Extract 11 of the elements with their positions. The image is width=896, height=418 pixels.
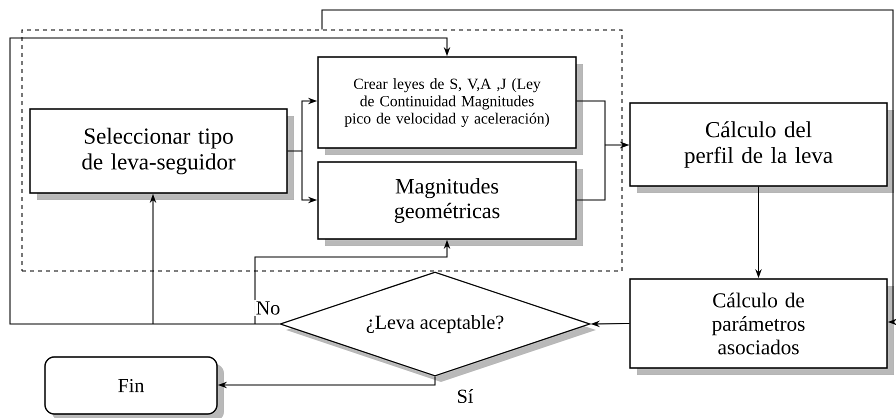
process-box: Cálculo del perfil de la leva (629, 102, 894, 193)
edge-label: Sí (455, 388, 475, 404)
dashed-group-frame (21, 29, 623, 272)
process-box: Seleccionar tipo de leva-seguidor (29, 108, 294, 200)
terminal-box: Fin (44, 356, 224, 418)
process-box: Crear leyes de S, V,A ,J (Ley de Continuidad Magnitudes pico de velocidad y aceleración) (317, 56, 583, 155)
process-box: Magnitudes geométricas (317, 161, 583, 246)
process-box: Cálculo de parámetros asociados (629, 278, 894, 375)
edge-label: No (254, 300, 282, 316)
arrow (9, 37, 450, 325)
arrow (321, 9, 896, 326)
